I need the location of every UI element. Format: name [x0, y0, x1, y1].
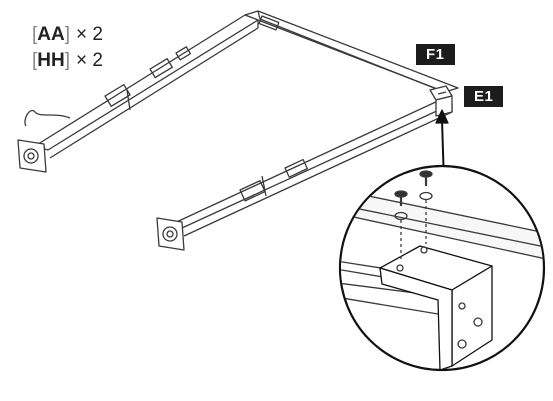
- label-e1: E1: [464, 86, 504, 107]
- screw-2: [419, 170, 433, 244]
- part-quantity: × 2: [76, 24, 103, 45]
- left-foot: [17, 139, 47, 173]
- back-frame-rail: [244, 10, 459, 96]
- part-item: [AA] × 2: [32, 22, 103, 48]
- screw-1: [394, 190, 408, 262]
- part-quantity: × 2: [76, 50, 103, 71]
- parts-list: [AA] × 2 [HH] × 2: [32, 22, 103, 74]
- left-frame-rail: [34, 14, 259, 159]
- part-code: HH: [37, 50, 65, 71]
- part-item: [HH] × 2: [32, 48, 103, 74]
- power-cable: [24, 109, 71, 127]
- part-code: AA: [37, 24, 65, 45]
- corner-bracket: [429, 85, 453, 117]
- detail-magnifier: [338, 164, 546, 372]
- front-foot: [156, 217, 185, 251]
- label-f1: F1: [416, 44, 455, 65]
